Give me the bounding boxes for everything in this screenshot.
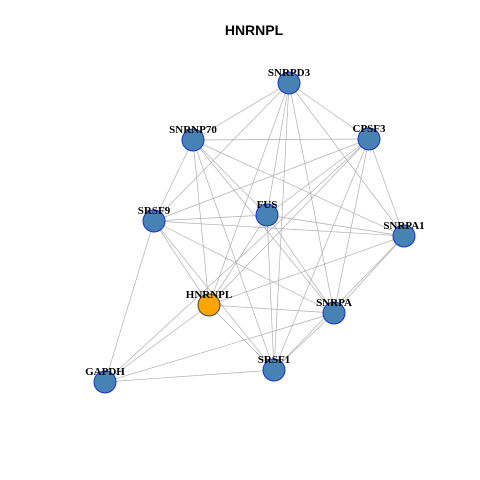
node-snrpa: [322, 301, 346, 325]
edge-srsf9-gapdh: [104, 220, 155, 383]
edge-cpsf3-fus: [266, 138, 370, 216]
node-cpsf3: [357, 127, 381, 151]
edge-snrnp70-snrpa: [192, 139, 335, 314]
edge-cpsf3-gapdh: [104, 138, 370, 383]
node-snrnp70: [181, 128, 205, 152]
node-snrpa1: [392, 224, 416, 248]
edge-snrpd3-fus: [266, 82, 290, 216]
edge-snrnp70-srsf9: [153, 139, 194, 222]
edge-fus-srsf9: [153, 214, 268, 222]
edge-fus-srsf1: [266, 214, 275, 371]
edge-fus-snrpa: [266, 214, 335, 314]
node-label-snrnp70: SNRNP70: [169, 124, 217, 136]
edge-snrpd3-snrnp70: [192, 82, 290, 141]
edge-hnrnpl-srsf1: [208, 304, 275, 371]
edge-fus-hnrnpl: [208, 214, 268, 306]
node-srsf9: [142, 209, 166, 233]
node-label-snrpd3: SNRPD3: [268, 67, 311, 79]
node-label-snrpa1: SNRPA1: [383, 220, 424, 232]
edge-snrpd3-srsf1: [273, 82, 290, 371]
edge-snrpd3-cpsf3: [288, 82, 370, 140]
node-label-hnrnpl: HNRNPL: [186, 289, 232, 301]
edge-snrpa-srsf1: [273, 312, 335, 371]
edge-srsf9-hnrnpl: [153, 220, 210, 306]
edge-srsf9-snrpa1: [153, 220, 405, 237]
edge-snrpd3-hnrnpl: [208, 82, 290, 306]
edge-cpsf3-snrpa: [333, 138, 370, 314]
edge-snrnp70-cpsf3: [192, 138, 370, 141]
node-label-snrpa: SNRPA: [316, 297, 352, 309]
edge-layer: [104, 82, 405, 383]
edge-cpsf3-srsf9: [153, 138, 370, 222]
edge-snrnp70-fus: [192, 139, 268, 216]
edge-srsf9-snrpa: [153, 220, 335, 314]
edge-hnrnpl-snrpa: [208, 304, 335, 314]
node-label-srsf9: SRSF9: [138, 205, 171, 217]
edge-cpsf3-hnrnpl: [208, 138, 370, 306]
edge-srsf1-gapdh: [104, 369, 275, 383]
edge-snrpd3-srsf9: [153, 82, 290, 222]
edge-snrpd3-snrpa: [288, 82, 335, 314]
edge-snrpa-gapdh: [104, 312, 335, 383]
node-hnrnpl: [197, 293, 221, 317]
edge-fus-snrpa1: [266, 214, 405, 237]
node-layer: [93, 71, 416, 394]
node-gapdh: [93, 370, 117, 394]
node-snrpd3: [277, 71, 301, 95]
node-srsf1: [262, 358, 286, 382]
diagram-title: HNRNPL: [225, 22, 284, 38]
node-label-srsf1: SRSF1: [258, 354, 290, 366]
edge-cpsf3-snrpa1: [368, 138, 405, 237]
edge-snrnp70-hnrnpl: [192, 139, 210, 306]
node-fus: [255, 203, 279, 227]
node-label-fus: FUS: [257, 199, 278, 211]
node-label-cpsf3: CPSF3: [353, 123, 387, 135]
edge-snrnp70-snrpa1: [192, 139, 405, 237]
edge-snrpa1-snrpa: [333, 235, 405, 314]
edge-snrnp70-srsf1: [192, 139, 275, 371]
node-label-gapdh: GAPDH: [85, 366, 125, 378]
edge-cpsf3-srsf1: [273, 138, 370, 371]
edge-hnrnpl-gapdh: [104, 304, 210, 383]
edge-snrpa1-hnrnpl: [208, 235, 405, 306]
